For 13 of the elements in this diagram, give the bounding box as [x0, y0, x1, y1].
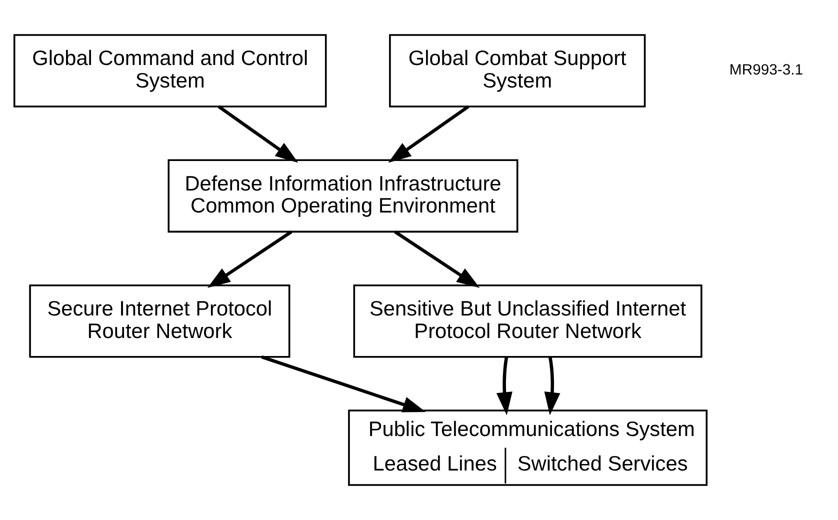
- arrow: [388, 105, 470, 163]
- arrow: [261, 355, 426, 412]
- arrow: [496, 356, 512, 416]
- arrow: [218, 105, 298, 163]
- arrow: [544, 356, 560, 416]
- label: MR993-3.1: [729, 62, 804, 78]
- arrow: [207, 230, 292, 288]
- node-box: Sensitive But Unclassified Internet Protocol Router Network: [353, 284, 702, 358]
- arrow: [394, 230, 480, 288]
- node-box: Global Command and Control System: [13, 34, 327, 108]
- node-box: Secure Internet Protocol Router Network: [29, 284, 290, 358]
- node-box: Defense Information Infrastructure Common Operating Environment: [168, 159, 518, 233]
- node-box: Global Combat Support System: [389, 34, 646, 108]
